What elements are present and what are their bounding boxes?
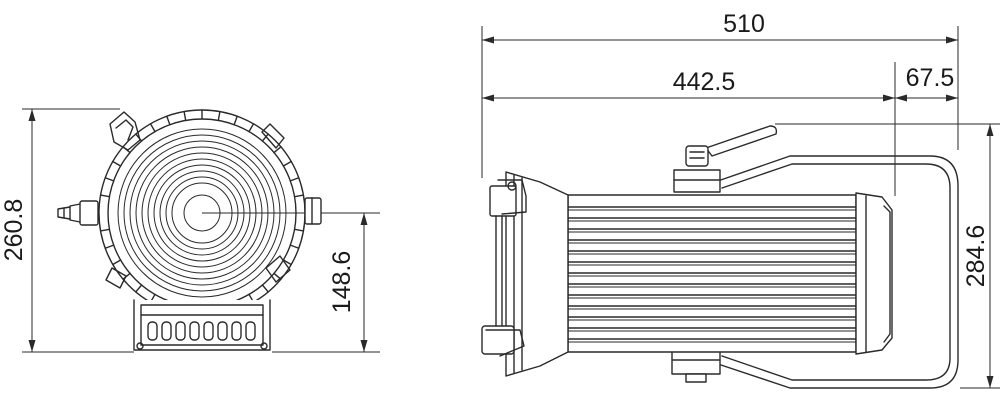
- side-bottom-mount: [671, 349, 721, 383]
- label-body-length: 442.5: [673, 68, 736, 96]
- front-left-knob: [57, 200, 99, 226]
- front-right-latches: [105, 123, 291, 289]
- front-view: [57, 109, 380, 351]
- side-view: [481, 125, 959, 389]
- label-side-height: 284.6: [962, 225, 990, 288]
- dimension-yoke-offset: 67.5: [895, 64, 958, 102]
- side-handle-lever: [673, 125, 778, 193]
- side-main-body: [567, 194, 857, 353]
- front-base: [133, 299, 271, 351]
- side-rear-housing: [481, 171, 569, 377]
- dimension-side-height: 284.6: [775, 123, 1000, 389]
- label-yoke-offset: 67.5: [906, 64, 955, 92]
- dimension-body-length: 442.5: [482, 62, 896, 196]
- dimension-total-length: 510: [481, 10, 959, 178]
- front-top-clip: [109, 111, 141, 151]
- front-right-knob: [304, 197, 322, 225]
- dimension-lens-center-height: 148.6: [272, 213, 380, 353]
- dimension-front-height: 260.8: [0, 108, 134, 353]
- label-total-length: 510: [723, 10, 765, 38]
- label-front-height: 260.8: [0, 199, 28, 262]
- label-lens-center-height: 148.6: [328, 251, 356, 314]
- side-yoke: [711, 155, 959, 389]
- front-cooling-fins: [99, 109, 305, 311]
- side-front-bezel: [855, 192, 893, 355]
